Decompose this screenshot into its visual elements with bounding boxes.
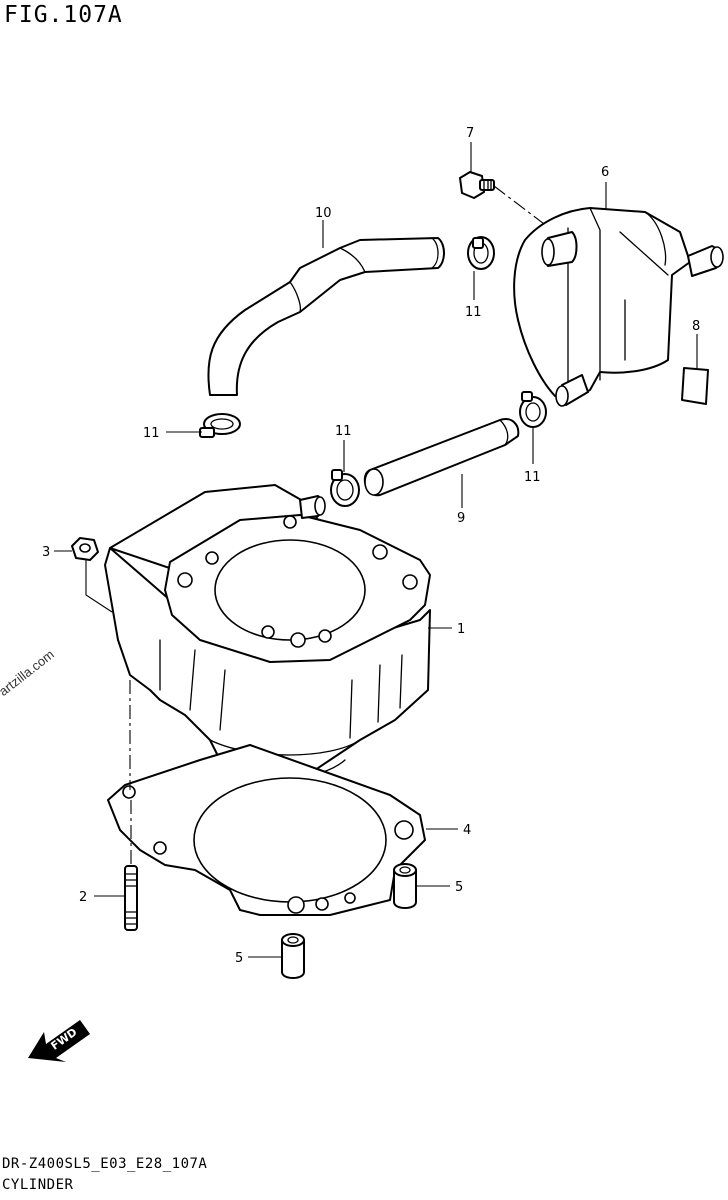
part-11-clamp-lower-left[interactable] <box>199 413 241 438</box>
part-8-pad[interactable] <box>681 367 709 405</box>
part-11-clamp-middle[interactable] <box>330 469 360 507</box>
callout-4[interactable]: 4 <box>463 823 471 838</box>
part-7-bolt[interactable] <box>459 171 495 199</box>
fwd-arrow-icon: FWD <box>28 1020 90 1062</box>
callout-6[interactable]: 6 <box>601 165 609 180</box>
part-11-clamp-upper[interactable] <box>467 236 495 270</box>
part-3-nut[interactable] <box>71 537 99 561</box>
callout-11-upper[interactable]: 11 <box>465 305 482 320</box>
footer-name: CYLINDER <box>2 1177 74 1193</box>
part-5-dowel-lower[interactable] <box>281 933 305 979</box>
part-4-gasket[interactable] <box>107 744 426 916</box>
callout-8[interactable]: 8 <box>692 319 700 334</box>
part-5-dowel-upper[interactable] <box>393 863 417 909</box>
part-2-stud[interactable] <box>124 865 138 931</box>
part-9-hose[interactable] <box>363 418 520 497</box>
callout-9[interactable]: 9 <box>457 511 465 526</box>
callout-1[interactable]: 1 <box>457 622 465 637</box>
part-11-clamp-right[interactable] <box>519 391 547 428</box>
callout-11-right[interactable]: 11 <box>524 470 541 485</box>
callout-11-middle[interactable]: 11 <box>335 424 352 439</box>
part-6-housing[interactable] <box>513 207 724 407</box>
callouts: 1 2 3 4 5 5 6 7 8 9 10 11 11 <box>42 126 700 966</box>
callout-2[interactable]: 2 <box>79 890 87 905</box>
callout-10[interactable]: 10 <box>315 206 332 221</box>
part-1-cylinder[interactable] <box>104 484 431 781</box>
callout-11-lower-left[interactable]: 11 <box>143 426 160 441</box>
callout-5-upper[interactable]: 5 <box>455 880 463 895</box>
part-10-hose[interactable] <box>207 237 445 396</box>
callout-3[interactable]: 3 <box>42 545 50 560</box>
figure-title: FIG.107A <box>4 2 123 28</box>
footer-code: DR-Z400SL5_E03_E28_107A <box>2 1156 208 1172</box>
callout-5-lower[interactable]: 5 <box>235 951 243 966</box>
callout-7[interactable]: 7 <box>466 126 474 141</box>
